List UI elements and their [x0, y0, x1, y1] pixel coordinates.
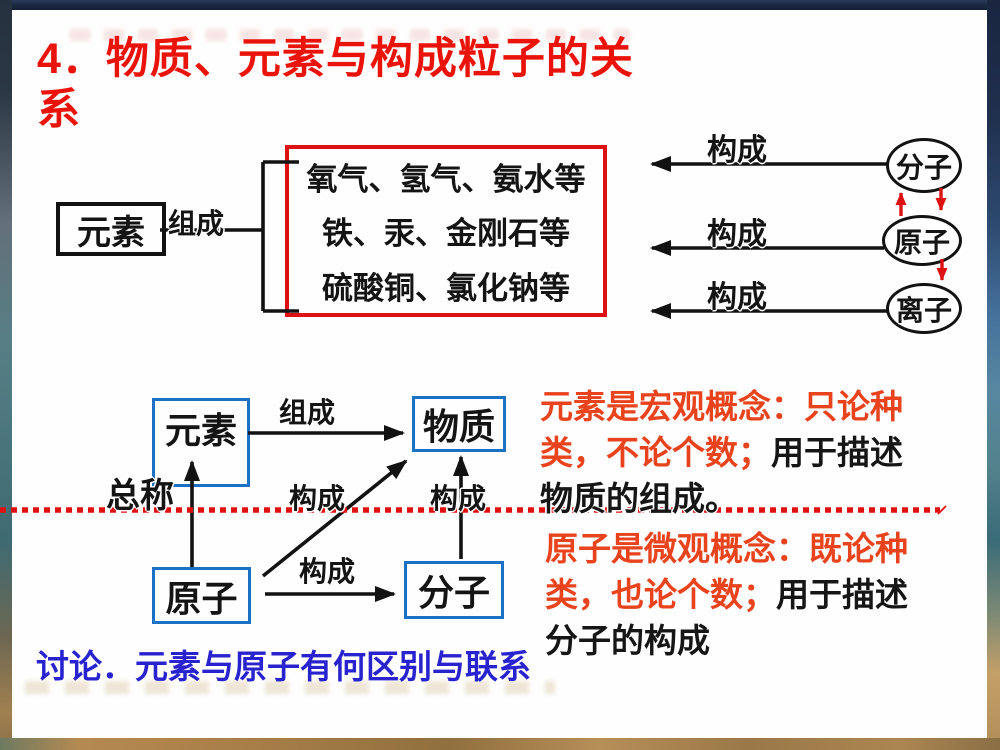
substances-red-box: 氧气、氢气、氨水等 铁、汞、金刚石等 硫酸铜、氯化钠等: [285, 145, 607, 317]
atom-box: 原子: [152, 567, 251, 624]
micro-note-line2: 类，也论个数；用于描述: [545, 576, 908, 613]
micro-concept-note: 原子是微观概念：既论种 类，也论个数；用于描述 分子的构成: [545, 526, 953, 664]
constitute-label-vertical: 构成: [430, 483, 487, 514]
ion-oval-label: 离子: [895, 294, 952, 326]
page-title-line2: 系: [37, 86, 81, 134]
substance-line-elements-atomic: 铁、汞、金刚石等: [322, 216, 570, 252]
matter-box-label: 物质: [422, 406, 495, 447]
photo-border-left: [0, 0, 12, 750]
micro-note-line1: 原子是微观概念：既论种: [545, 530, 908, 567]
arrow-atom-constitutes-matter: [261, 459, 408, 578]
macro-note-line3: 物质的组成。: [540, 480, 738, 517]
macro-note-line2: 类，不论个数；用于描述: [540, 434, 903, 471]
atom-box-label: 原子: [165, 577, 238, 619]
photo-border-bottom: [0, 738, 1000, 750]
constitute-label-horizontal: 构成: [299, 556, 356, 587]
faded-ghost-text-bottom: [25, 681, 555, 694]
element-box-middle-label: 元素: [164, 410, 237, 451]
page-title-line1: 4．物质、元素与构成粒子的关: [37, 35, 634, 83]
constitute-label-atom: 构成: [707, 218, 767, 251]
element-box-top-label: 元素: [77, 213, 145, 252]
micro-note-line3: 分子的构成: [545, 622, 710, 659]
molecule-box-label: 分子: [417, 572, 490, 613]
general-term-label: 总称: [106, 477, 174, 515]
atom-oval-label: 原子: [893, 226, 950, 258]
element-box-middle: 元素: [152, 398, 250, 487]
page-title: 4．物质、元素与构成粒子的关 系: [37, 34, 677, 136]
ion-oval: 离子: [886, 283, 962, 334]
molecule-box: 分子: [404, 561, 504, 619]
macro-note-line1: 元素是宏观概念：只论种: [540, 388, 903, 425]
compose-label-top: 组成: [168, 208, 225, 239]
red-dotted-divider-tail: [937, 505, 947, 515]
matter-box: 物质: [412, 396, 506, 452]
atom-oval: 原子: [882, 215, 962, 266]
element-box-top: 元素: [56, 202, 166, 256]
discussion-prompt: 讨论．元素与原子有何区别与联系: [36, 648, 531, 685]
constitute-label-molecule: 构成: [707, 134, 767, 167]
molecule-oval-label: 分子: [895, 151, 952, 183]
constitute-label-diagonal: 构成: [289, 483, 346, 514]
substance-line-ionic: 硫酸铜、氯化钠等: [322, 271, 570, 307]
faded-ghost-text-top: [70, 29, 630, 41]
photo-border-right: [987, 0, 1000, 750]
constitute-label-ion: 构成: [707, 281, 767, 314]
photo-border-top: [0, 0, 1000, 10]
macro-concept-note: 元素是宏观概念：只论种 类，不论个数；用于描述 物质的组成。: [540, 384, 948, 522]
substance-line-compounds-molecular: 氧气、氢气、氨水等: [306, 161, 586, 197]
bracket-connector: [160, 160, 299, 313]
compose-label-middle: 组成: [279, 397, 336, 428]
